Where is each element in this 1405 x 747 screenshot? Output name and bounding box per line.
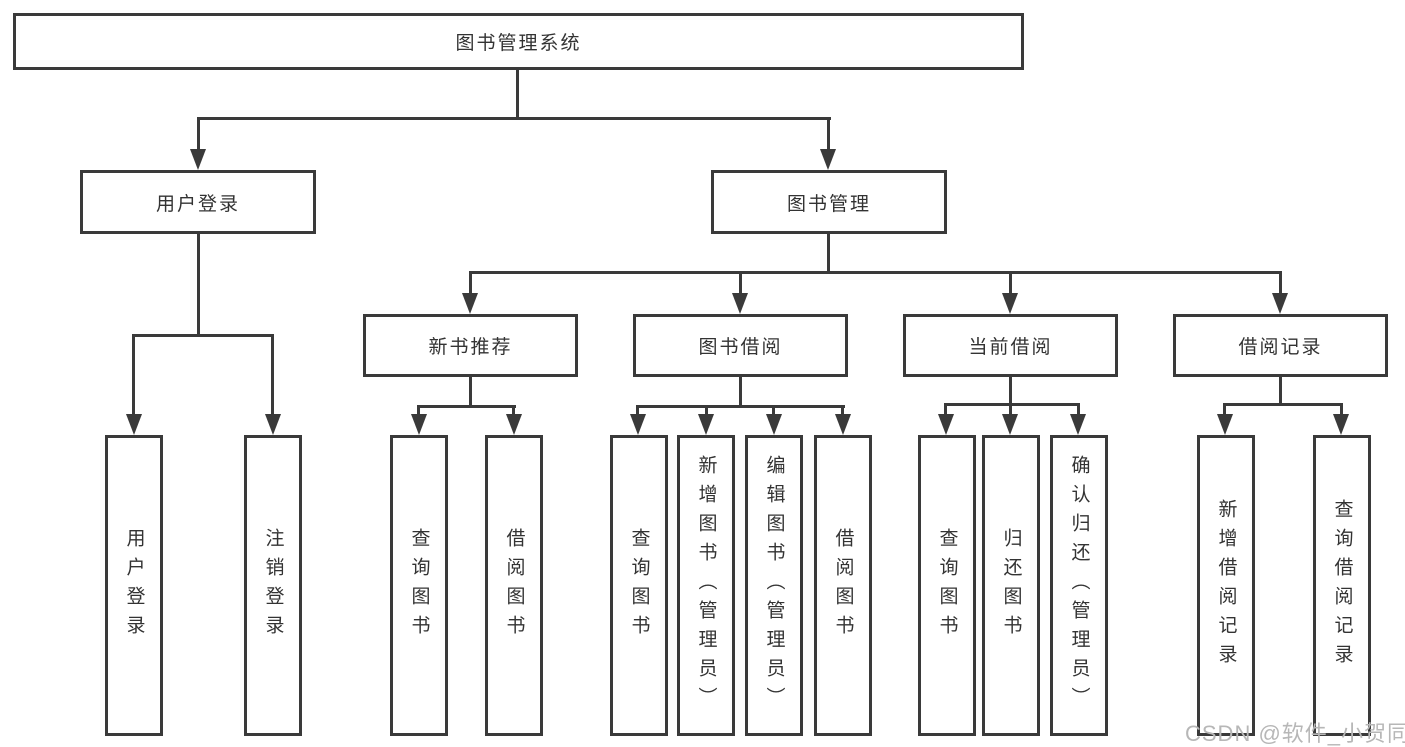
- node-borrow-records-label: 借阅记录: [1238, 337, 1323, 358]
- connector-leaf-drop: [1077, 403, 1080, 417]
- leaf-logout: 注销登录: [244, 435, 302, 736]
- connector-leaf-drop: [944, 403, 947, 417]
- connector-current-borrow-rail: [944, 403, 1080, 406]
- leaf-user-login: 用户登录: [105, 435, 163, 736]
- node-root: 图书管理系统: [13, 13, 1024, 70]
- arrow-down-icon: [1002, 293, 1018, 314]
- arrow-down-icon: [698, 414, 714, 435]
- connector-section-drop: [469, 271, 472, 296]
- connector-book-mgmt-stem: [827, 234, 830, 274]
- connector-user-login-rail: [132, 334, 274, 337]
- leaf-logout-label: 注销登录: [262, 527, 284, 644]
- connector-leaf-drop: [772, 405, 775, 417]
- connector-borrow-records-stem: [1279, 377, 1282, 406]
- arrow-down-icon: [820, 149, 836, 170]
- leaf-add-borrow-record-label: 新增借阅记录: [1215, 498, 1237, 673]
- watermark-text: CSDN @软件_小贺同学: [1185, 721, 1405, 746]
- connector-leaf-drop: [1340, 403, 1343, 417]
- node-root-label: 图书管理系统: [455, 33, 582, 54]
- connector-current-borrow-stem: [1009, 377, 1012, 406]
- node-borrow-records: 借阅记录: [1173, 314, 1388, 377]
- leaf-edit-book-admin: 编辑图书（管理员）: [745, 435, 803, 736]
- connector-level3-rail: [469, 271, 1282, 274]
- arrow-down-icon: [265, 414, 281, 435]
- node-user-login-label: 用户登录: [155, 193, 240, 215]
- leaf-query-books-borrow-label: 查询图书: [628, 527, 650, 644]
- leaf-add-book-admin: 新增图书（管理员）: [677, 435, 735, 736]
- leaf-edit-book-admin-label: 编辑图书（管理员）: [763, 455, 785, 716]
- connector-leaf-drop: [417, 405, 420, 417]
- leaf-borrow-books-rec-label: 借阅图书: [503, 527, 525, 644]
- node-book-mgmt: 图书管理: [711, 170, 947, 234]
- node-book-borrow-label: 图书借阅: [698, 337, 783, 358]
- arrow-down-icon: [190, 149, 206, 170]
- connector-book-borrow-rail: [636, 405, 845, 408]
- connector-section-drop: [1279, 271, 1282, 296]
- leaf-add-borrow-record: 新增借阅记录: [1197, 435, 1255, 736]
- arrow-down-icon: [835, 414, 851, 435]
- node-user-login: 用户登录: [80, 170, 316, 234]
- arrow-down-icon: [630, 414, 646, 435]
- connector-user-login-drop: [197, 117, 200, 151]
- node-current-borrow-label: 当前借阅: [968, 337, 1053, 358]
- leaf-query-borrow-record: 查询借阅记录: [1313, 435, 1371, 736]
- leaf-borrow-books: 借阅图书: [814, 435, 872, 736]
- leaf-query-books-rec: 查询图书: [390, 435, 448, 736]
- connector-leaf-drop: [841, 405, 844, 417]
- arrow-down-icon: [1002, 414, 1018, 435]
- connector-leaf-drop: [512, 405, 515, 417]
- arrow-down-icon: [1070, 414, 1086, 435]
- arrow-down-icon: [732, 293, 748, 314]
- leaf-user-login-label: 用户登录: [123, 527, 145, 644]
- node-new-book-rec: 新书推荐: [363, 314, 578, 377]
- node-book-mgmt-label: 图书管理: [786, 193, 871, 215]
- connector-section-drop: [1009, 271, 1012, 296]
- leaf-return-book-label: 归还图书: [1000, 527, 1022, 644]
- leaf-query-books-current-label: 查询图书: [936, 527, 958, 644]
- connector-leaf-drop: [132, 334, 135, 416]
- leaf-query-books-rec-label: 查询图书: [408, 527, 430, 644]
- connector-book-borrow-stem: [739, 377, 742, 408]
- connector-root-stem: [516, 70, 519, 119]
- arrow-down-icon: [462, 293, 478, 314]
- arrow-down-icon: [1217, 414, 1233, 435]
- connector-leaf-drop: [1223, 403, 1226, 417]
- arrow-down-icon: [1272, 293, 1288, 314]
- arrow-down-icon: [411, 414, 427, 435]
- leaf-borrow-books-label: 借阅图书: [832, 527, 854, 644]
- connector-leaf-drop: [705, 405, 708, 417]
- node-book-borrow: 图书借阅: [633, 314, 848, 377]
- connector-new-book-rec-rail: [417, 405, 516, 408]
- leaf-query-books-current: 查询图书: [918, 435, 976, 736]
- connector-user-login-stem: [197, 234, 200, 337]
- connector-section-drop: [739, 271, 742, 296]
- leaf-confirm-return-admin-label: 确认归还（管理员）: [1068, 455, 1090, 716]
- arrow-down-icon: [766, 414, 782, 435]
- connector-book-mgmt-drop: [827, 117, 830, 151]
- connector-leaf-drop: [636, 405, 639, 417]
- node-new-book-rec-label: 新书推荐: [428, 337, 513, 358]
- leaf-query-books-borrow: 查询图书: [610, 435, 668, 736]
- connector-level2-rail: [197, 117, 831, 120]
- arrow-down-icon: [126, 414, 142, 435]
- leaf-query-borrow-record-label: 查询借阅记录: [1331, 498, 1353, 673]
- arrow-down-icon: [938, 414, 954, 435]
- connector-borrow-records-rail: [1223, 403, 1343, 406]
- leaf-return-book: 归还图书: [982, 435, 1040, 736]
- connector-new-book-rec-stem: [469, 377, 472, 408]
- arrow-down-icon: [1333, 414, 1349, 435]
- arrow-down-icon: [506, 414, 522, 435]
- leaf-confirm-return-admin: 确认归还（管理员）: [1050, 435, 1108, 736]
- leaf-add-book-admin-label: 新增图书（管理员）: [695, 455, 717, 716]
- connector-leaf-drop: [271, 334, 274, 416]
- connector-leaf-drop: [1009, 403, 1012, 417]
- leaf-borrow-books-rec: 借阅图书: [485, 435, 543, 736]
- node-current-borrow: 当前借阅: [903, 314, 1118, 377]
